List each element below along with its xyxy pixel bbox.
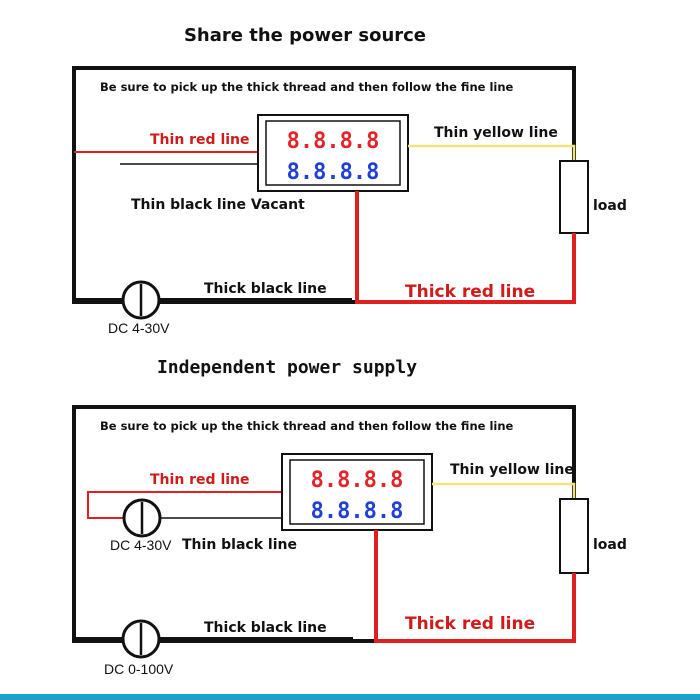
diagram1-note: Be sure to pick up the thick thread and … xyxy=(100,80,514,94)
diagram2-voltage-readout: 8.8.8.8 xyxy=(311,468,404,493)
diagram2-title: Independent power supply xyxy=(157,357,417,378)
diagram2-load-label: load xyxy=(593,537,627,553)
diagram2-aux-source-label: DC 4-30V xyxy=(110,537,172,553)
diagram2-thick-red-wire xyxy=(374,530,576,643)
diagram1-thin-black-label: Thin black line Vacant xyxy=(131,197,305,213)
diagram2-load-resistor xyxy=(559,498,589,574)
diagram2-meter-screen xyxy=(289,459,425,525)
diagram1-voltage-readout: 8.8.8.8 xyxy=(287,129,380,154)
diagram2-thin-yellow-wire xyxy=(432,482,576,499)
diagram1-title: Share the power source xyxy=(184,25,426,46)
diagram2-thin-black-label: Thin black line xyxy=(182,537,297,553)
bottom-accent-bar xyxy=(0,694,700,700)
diagram2-thin-yellow-label: Thin yellow line xyxy=(450,462,574,478)
diagram1-thick-red-label: Thick red line xyxy=(405,282,535,302)
diagram2-thick-red-label: Thick red line xyxy=(405,614,535,634)
diagram1-thin-red-label: Thin red line xyxy=(150,132,250,148)
diagram1-load-resistor xyxy=(559,160,589,234)
diagram2-current-readout: 8.8.8.8 xyxy=(311,499,404,524)
diagram2-thin-red-label: Thin red line xyxy=(150,472,250,488)
diagram1-meter-screen xyxy=(265,120,401,186)
diagram2-source-label: DC 0-100V xyxy=(104,661,174,677)
diagram-shared-power: Share the power source Be sure to pick u… xyxy=(72,25,627,336)
diagram1-thick-red-wire xyxy=(355,191,576,304)
diagram1-thin-yellow-wire xyxy=(408,144,576,161)
diagram-independent-power: Independent power supply Be sure to pick… xyxy=(72,357,627,677)
diagram2-note: Be sure to pick up the thick thread and … xyxy=(100,419,514,433)
diagram1-thick-black-label: Thick black line xyxy=(204,281,327,297)
diagram1-current-readout: 8.8.8.8 xyxy=(287,160,380,185)
diagram2-thick-black-label: Thick black line xyxy=(204,620,327,636)
diagram1-source-label: DC 4-30V xyxy=(108,320,170,336)
diagram1-load-label: load xyxy=(593,198,627,214)
diagram1-thin-yellow-label: Thin yellow line xyxy=(434,125,558,141)
diagram2-thin-red-wire xyxy=(87,491,282,519)
